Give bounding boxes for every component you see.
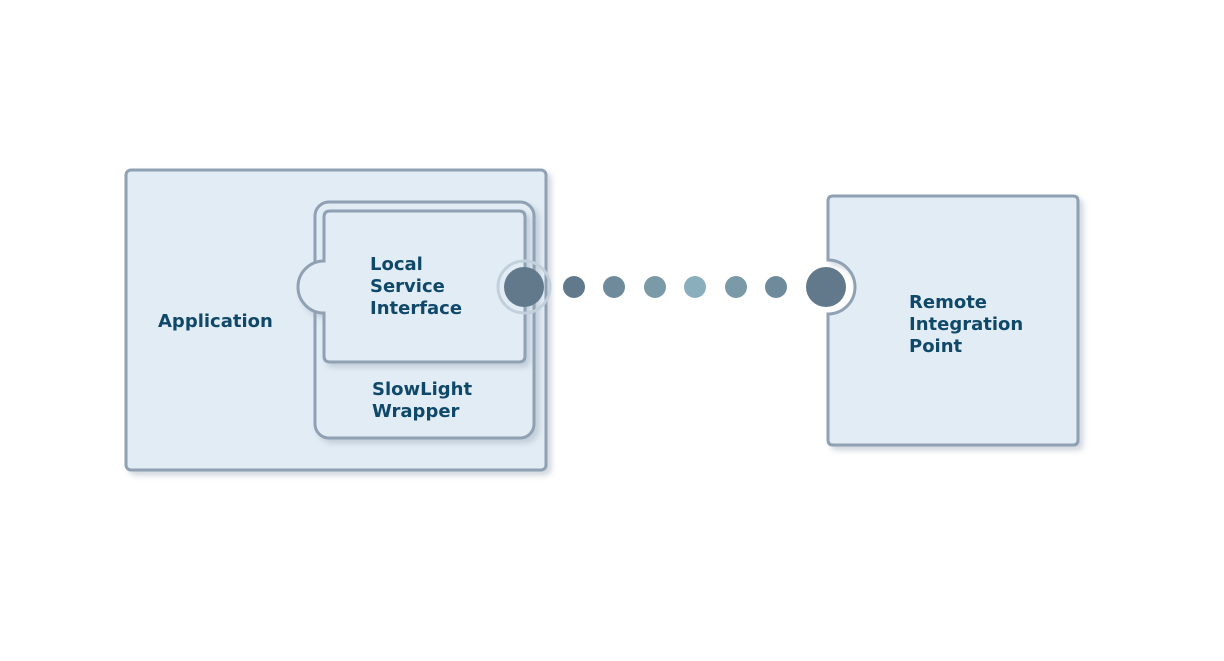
- local-service-interface-shape: [296, 209, 527, 364]
- connector-dot: [765, 276, 787, 298]
- local-service-interface-label: Local Service Interface: [370, 254, 462, 319]
- connector-dot: [563, 276, 585, 298]
- wrapper-label: SlowLight Wrapper: [372, 379, 478, 422]
- remote-integration-point-line-2: Integration: [909, 314, 1023, 335]
- remote-integration-point-line-3: Point: [909, 336, 963, 357]
- local-service-interface-line-2: Service: [370, 276, 445, 297]
- local-service-interface-box: Local Service Interface: [296, 209, 527, 364]
- remote-integration-point-label: Remote Integration Point: [909, 292, 1029, 357]
- connector-dot: [603, 276, 625, 298]
- remote-integration-point-box: Remote Integration Point: [826, 194, 1080, 447]
- connector-dot: [644, 276, 666, 298]
- connector-dot: [684, 276, 706, 298]
- connector-dot: [725, 276, 747, 298]
- application-label: Application: [158, 311, 273, 332]
- remote-integration-point-line-1: Remote: [909, 292, 987, 313]
- local-service-interface-line-1: Local: [370, 254, 423, 275]
- local-service-interface-line-3: Interface: [370, 298, 462, 319]
- wrapper-label-line-1: SlowLight: [372, 379, 472, 400]
- remote-integration-point-shape: [826, 194, 1080, 447]
- dotted-connector: [496, 259, 846, 315]
- wrapper-label-line-2: Wrapper: [372, 401, 460, 422]
- local-port-ring: [496, 259, 552, 315]
- remote-port-dot: [806, 267, 846, 307]
- local-port-dot: [504, 267, 544, 307]
